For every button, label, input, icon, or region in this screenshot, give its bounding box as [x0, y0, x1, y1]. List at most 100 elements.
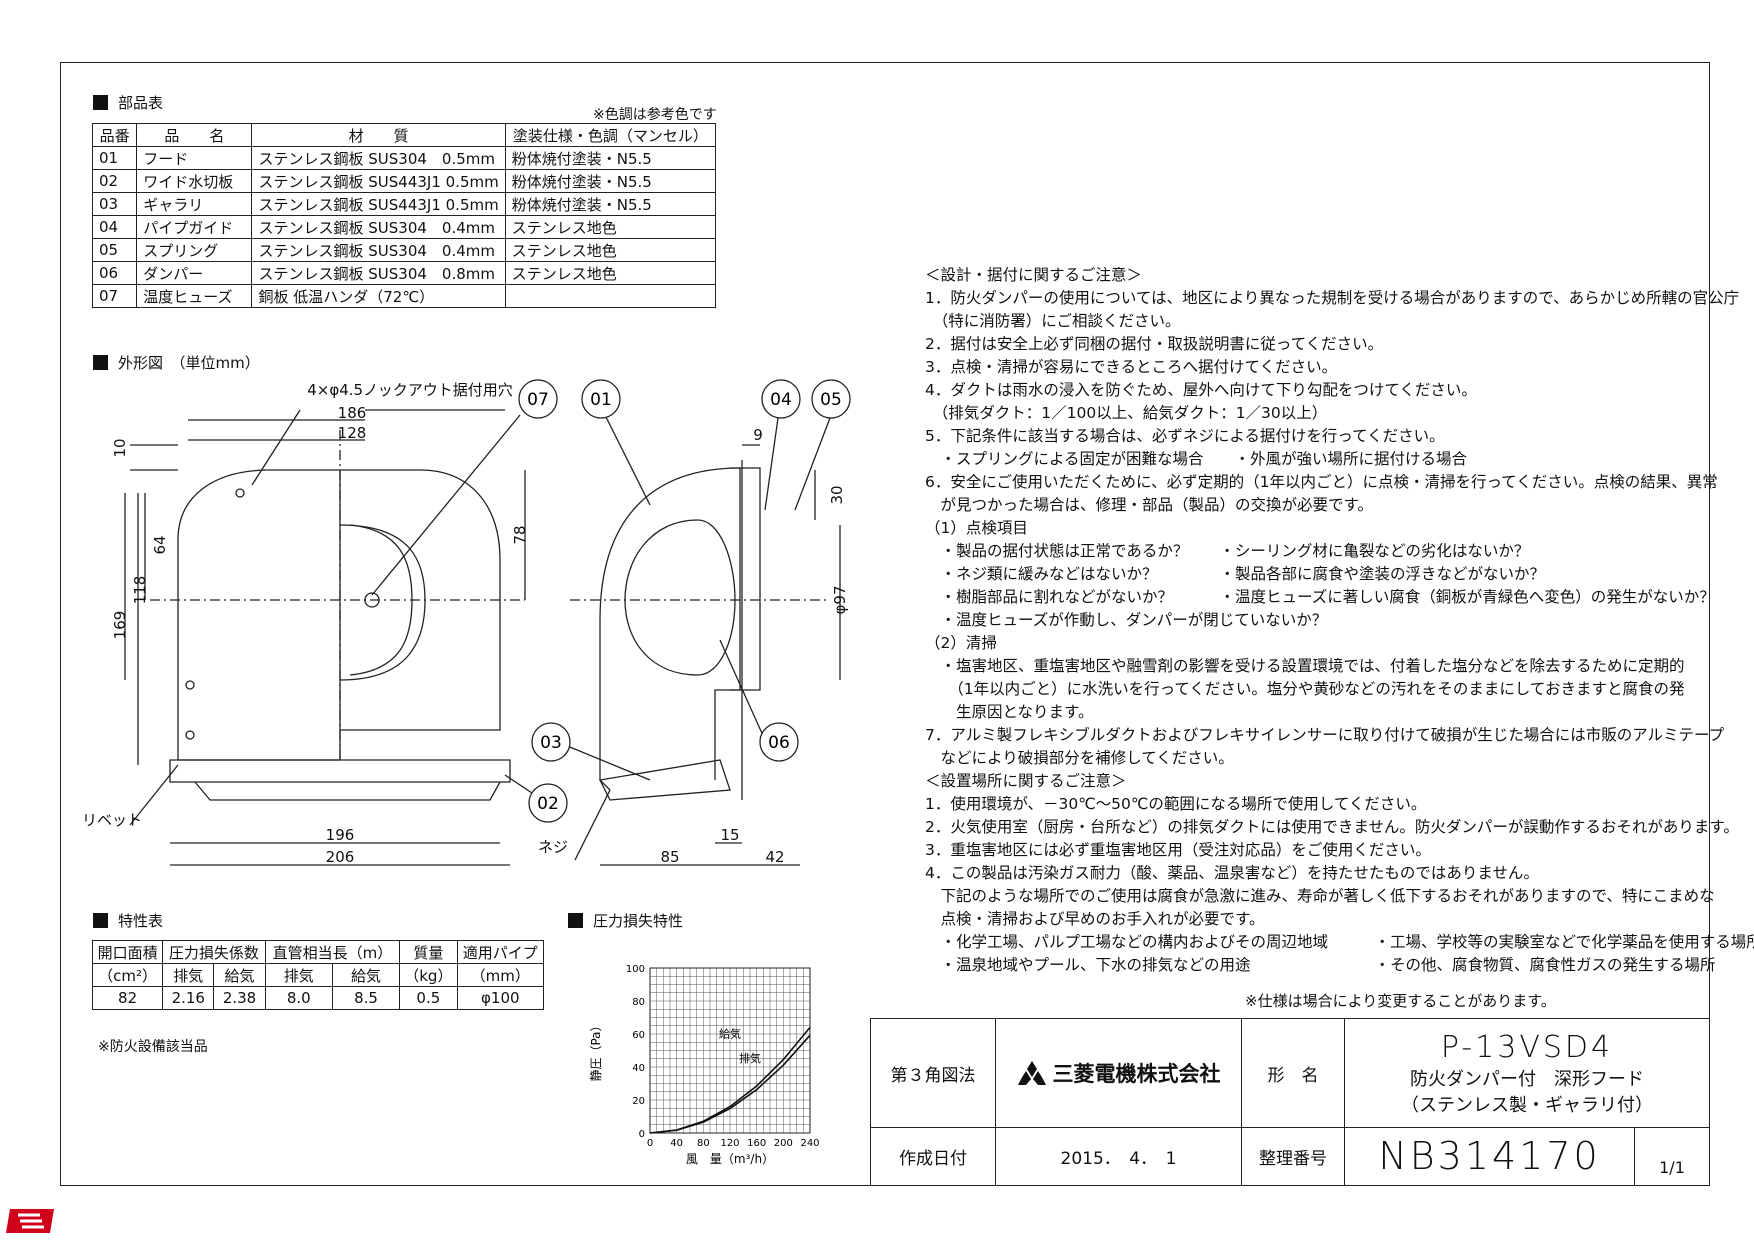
y-tick-label: 20 [632, 1096, 645, 1107]
note-line: ・温度ヒューズが作動し、ダンパーが閉じていないか？ [925, 611, 1328, 629]
section-marker [93, 95, 108, 110]
callout-circle [528, 783, 568, 823]
note-line: ＜設置場所に関するご注意＞ [925, 772, 1127, 790]
callout-label: 02 [537, 794, 559, 814]
spec-value: 8.5 [331, 986, 401, 1010]
drawing-title-text: 外形図 （単位mm） [118, 354, 260, 372]
callout-label: 06 [768, 733, 790, 753]
gallery-side [599, 759, 731, 801]
dim-128: 128 [338, 424, 367, 442]
hood-front-right [340, 469, 501, 731]
date-label-cell: 作成日付 [871, 1127, 996, 1185]
spec-value: 8.0 [264, 986, 333, 1010]
note-line: 1．防火ダンパーの使用については、地区により異なった規制を受ける場合がありますの… [925, 289, 1740, 307]
fire-equipment-note: ※防火設備該当品 [98, 1039, 208, 1055]
note-line: 1．使用環境が、－30℃～50℃の範囲になる場所で使用してください。 [925, 795, 1427, 813]
spec-table: 開口面積 圧力損失係数 直管相当長（m） 質量 適用パイプ （cm²） 排気 給… [91, 940, 545, 1010]
section-marker [93, 913, 108, 928]
drawing-number: NB314170 [1378, 1134, 1601, 1178]
parts-cell: 02 [91, 169, 138, 193]
spec-h-exhaust: 排気 [162, 963, 215, 987]
note-line: 4．この製品は汚染ガス耐力（酸、薬品、温泉害など）を持たせたものではありません。 [925, 864, 1539, 882]
mitsubishi-logo-icon [1017, 1061, 1046, 1085]
note-line: ・樹脂部品に割れなどがないか？ ・温度ヒューズに著しい腐食（銅板が青緑色へ変色）… [925, 588, 1715, 606]
dim-15: 15 [720, 826, 739, 844]
parts-cell: ギャラリ [136, 192, 253, 216]
dim-169: 169 [111, 611, 129, 640]
dim-85: 85 [660, 848, 679, 866]
model-desc-1: 防火ダンパー付 深形フード [1410, 1068, 1644, 1090]
outline-drawing: 4×φ4.5ノックアウト据付用穴 リベット ネジ 186 128 10 64 1… [82, 379, 851, 866]
parts-cell: 05 [91, 238, 138, 262]
parts-cell: 03 [91, 192, 138, 216]
hood-side-profile [599, 467, 741, 791]
dim-97: φ97 [831, 586, 849, 615]
dim-30: 30 [828, 485, 846, 504]
note-line: 3．重塩害地区には必ず重塩害地区用（受注対応品）をご使用ください。 [925, 841, 1431, 859]
spec-h-pipe: 適用パイプ [456, 940, 545, 964]
x-tick-label: 120 [720, 1138, 739, 1149]
callout-circle [759, 722, 799, 762]
front-base-plate [169, 759, 511, 783]
parts-cell: スプリング [136, 238, 253, 262]
parts-cell: フード [136, 146, 253, 170]
spec-h-supply-len: 給気 [331, 963, 401, 987]
parts-header-2: 材 質 [251, 123, 506, 147]
model-cell: P-13VSD4 防火ダンパー付 深形フード （ステンレス製・ギャラリ付） [1345, 1019, 1709, 1127]
spec-h-pipe-unit: （mm） [456, 963, 545, 987]
number-cell: NB314170 [1345, 1127, 1635, 1185]
parts-cell: ステンレス鋼板 SUS443J1 0.5mm [251, 192, 506, 216]
note-line: 6．安全にご使用いただくために、必ず定期的（1年以内ごと）に点検・清掃を行ってく… [925, 473, 1718, 491]
y-tick-label: 40 [632, 1063, 645, 1074]
note-line: が見つかった場合は、修理・部品（製品）の交換が必要です。 [925, 496, 1373, 514]
color-note: ※色調は参考色です [593, 107, 717, 123]
note-line: 2．据付は安全上必ず同梱の据付・取扱説明書に従ってください。 [925, 335, 1384, 353]
x-axis-label: 風 量（m³/h） [686, 1152, 774, 1166]
parts-cell: 銅板 低温ハンダ（72℃） [251, 284, 506, 308]
sheet-cell: 1/1 [1635, 1127, 1709, 1185]
x-tick-label: 160 [747, 1138, 766, 1149]
note-line: 生原因となります。 [925, 703, 1094, 721]
note-line: ＜設計・据付に関するご注意＞ [925, 266, 1143, 284]
rivet-label: リベット [82, 811, 142, 829]
parts-section-title: 部品表 [93, 92, 163, 113]
callout-05: 05 [811, 379, 851, 419]
callout-circle [581, 379, 621, 419]
date-cell: 2015． 4． 1 [996, 1127, 1242, 1185]
spec-change-note: ※仕様は場合により変更することがあります。 [1245, 992, 1556, 1010]
callout-03: 03 [531, 722, 571, 762]
parts-cell: ステンレス鋼板 SUS443J1 0.5mm [251, 169, 506, 193]
company-cell: 三菱電機株式会社 [996, 1019, 1242, 1127]
note-line: 3．点検・清掃が容易にできるところへ据付けてください。 [925, 358, 1338, 376]
y-tick-label: 0 [639, 1129, 645, 1140]
parts-cell [504, 284, 717, 308]
dim-42: 42 [765, 848, 784, 866]
note-line: （2）清掃 [925, 634, 997, 652]
note-line: ・スプリングによる固定が困難な場合 ・外風が強い場所に据付ける場合 [925, 450, 1468, 468]
dim-78: 78 [511, 525, 529, 544]
callout-label: 01 [590, 390, 612, 410]
parts-cell: 06 [91, 261, 138, 285]
note-line: ・製品の据付状態は正常であるか？ ・シーリング材に亀裂などの劣化はないか？ [925, 542, 1530, 560]
section-marker [568, 913, 583, 928]
spec-value: φ100 [456, 986, 545, 1010]
note-line: ・塩害地区、重塩害地区や融雪剤の影響を受ける設置環境では、付着した塩分などを除去… [925, 657, 1685, 675]
model-desc-2: （ステンレス製・ギャラリ付） [1401, 1094, 1653, 1116]
plot-area [649, 967, 811, 1134]
note-line: 点検・清掃および早めのお手入れが必要です。 [925, 910, 1265, 928]
model-label-cell: 形 名 [1242, 1019, 1345, 1127]
parts-cell: ステンレス鋼板 SUS304 0.5mm [251, 146, 506, 170]
callout-circle [518, 379, 558, 419]
y-tick-label: 100 [626, 964, 645, 975]
knockout-label: 4×φ4.5ノックアウト据付用穴 [307, 381, 513, 399]
parts-cell: パイプガイド [136, 215, 253, 239]
chart-section-title: 圧力損失特性 [568, 910, 683, 931]
spec-h-mass-unit: （kg） [399, 963, 458, 987]
